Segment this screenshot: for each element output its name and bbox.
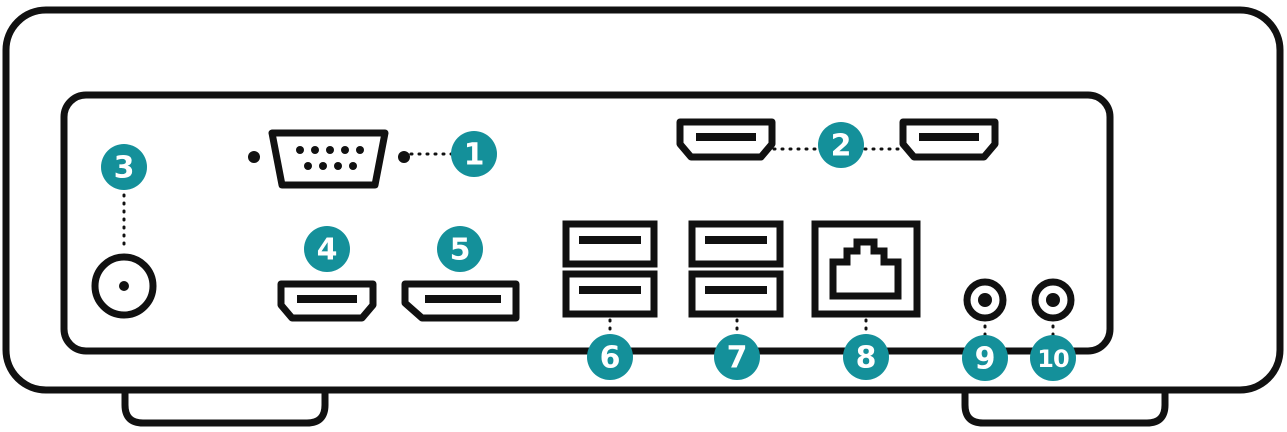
callout-8: 8 xyxy=(843,334,889,380)
callout-9: 9 xyxy=(962,335,1008,381)
callout-10: 10 xyxy=(1030,335,1076,381)
callout-2: 2 xyxy=(818,122,864,168)
audio-jack-9 xyxy=(963,278,1007,322)
usb-stack-6 xyxy=(562,220,658,318)
hdmi-port-2-right xyxy=(899,118,999,161)
callout-7-label: 7 xyxy=(727,341,748,376)
ethernet-port xyxy=(811,220,921,318)
callout-6-label: 6 xyxy=(600,341,621,376)
callout-2-label: 2 xyxy=(831,129,852,164)
hdmi-port-4 xyxy=(277,280,377,322)
hdmi-port-2-left xyxy=(676,118,776,161)
callout-7: 7 xyxy=(714,334,760,380)
callout-9-label: 9 xyxy=(975,342,996,377)
callout-8-label: 8 xyxy=(856,341,877,376)
callout-5-label: 5 xyxy=(450,233,471,268)
left-foot xyxy=(121,390,329,427)
leader-lines xyxy=(122,147,1055,338)
displayport-port xyxy=(401,280,520,322)
right-foot xyxy=(961,390,1169,427)
usb-stack-7 xyxy=(688,220,784,318)
callout-4-label: 4 xyxy=(317,233,338,268)
callout-3-label: 3 xyxy=(114,151,135,186)
callout-6: 6 xyxy=(587,334,633,380)
audio-jack-10 xyxy=(1031,278,1075,322)
callout-5: 5 xyxy=(437,226,483,272)
vga-port xyxy=(248,129,410,189)
callout-4: 4 xyxy=(304,226,350,272)
callout-1-label: 1 xyxy=(464,138,485,173)
callout-10-label: 10 xyxy=(1037,345,1069,373)
callout-1: 1 xyxy=(451,131,497,177)
callout-3: 3 xyxy=(101,144,147,190)
antenna-jack xyxy=(91,253,157,319)
